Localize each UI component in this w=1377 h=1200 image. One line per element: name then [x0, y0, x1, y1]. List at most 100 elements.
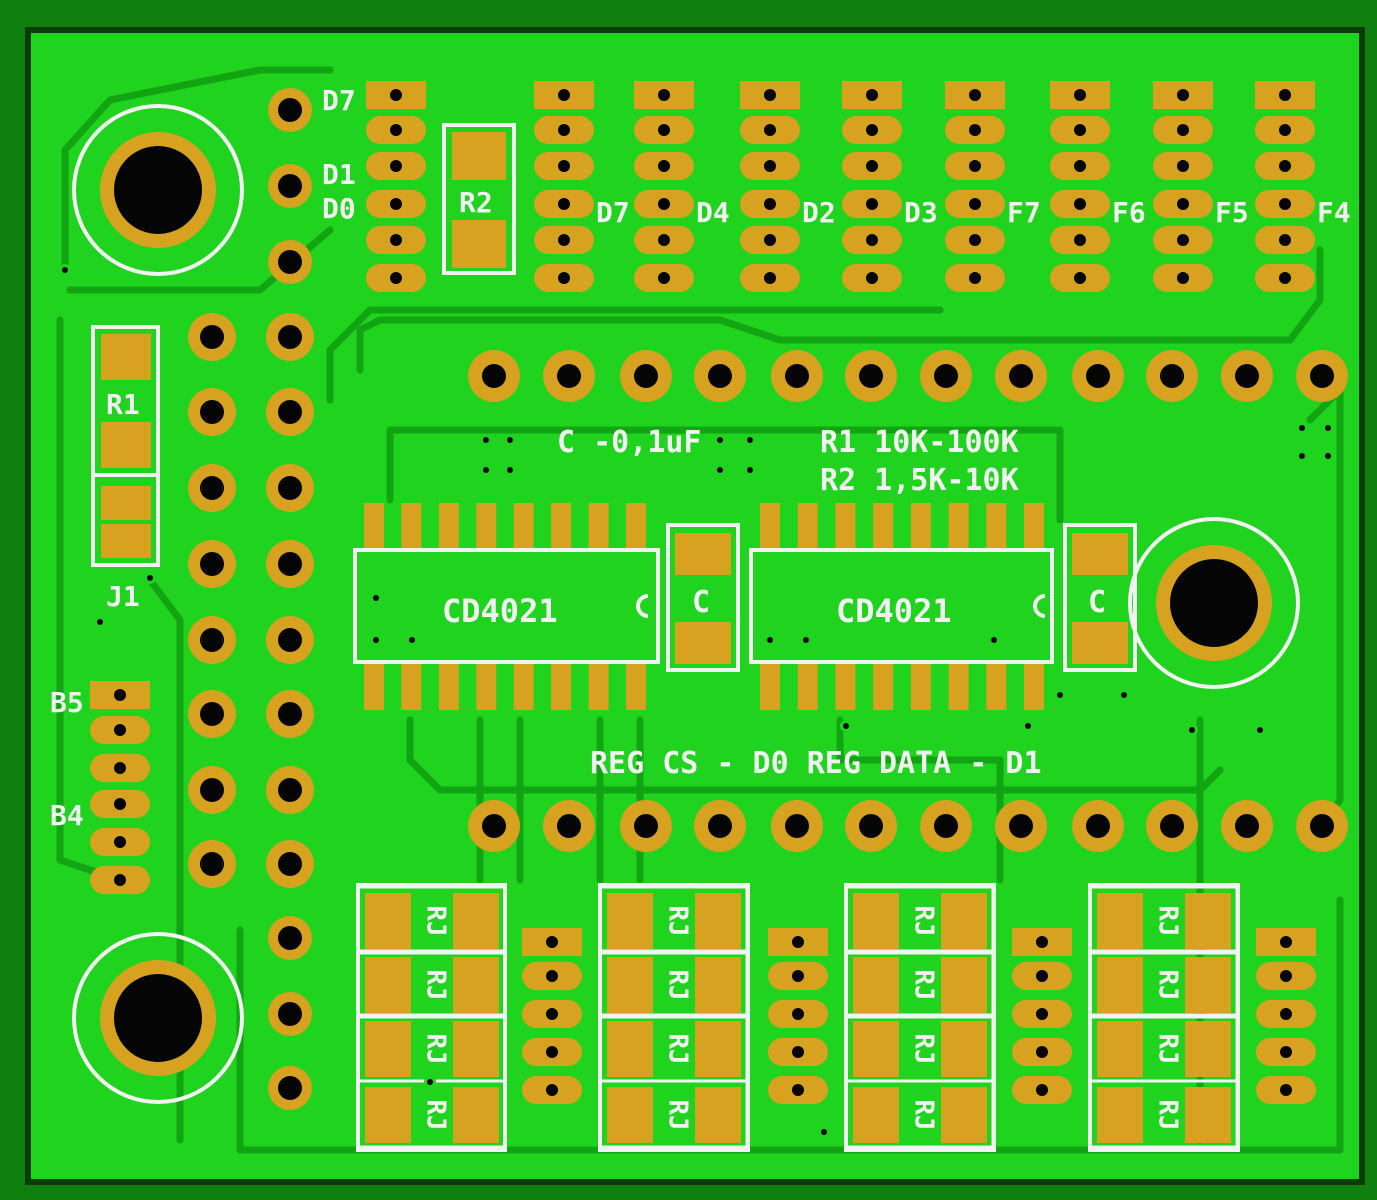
via-drill	[843, 723, 849, 729]
header-drill	[1280, 936, 1292, 948]
smd-pad	[513, 503, 534, 551]
smd-pad	[941, 957, 987, 1013]
label-d0-top: D0	[322, 192, 356, 225]
smd-pad	[453, 957, 499, 1013]
tht-drill	[634, 364, 658, 388]
smd-pad	[438, 662, 459, 710]
tht-drill	[1235, 364, 1259, 388]
header-drill	[866, 198, 878, 210]
silkscreen-outlines	[91, 123, 1240, 1152]
tht-drill	[634, 814, 658, 838]
smd-pad	[365, 957, 411, 1013]
header-drill	[792, 1046, 804, 1058]
tht-drill	[200, 778, 224, 802]
header-drill	[1177, 198, 1189, 210]
smd-pad	[626, 503, 646, 551]
rj-label: RJ	[909, 905, 939, 936]
pad-column-label: F5	[1215, 196, 1249, 229]
tht-drill	[1009, 364, 1033, 388]
smd-pad	[365, 1021, 411, 1077]
via-drill	[427, 1079, 433, 1085]
label-cap-right: C	[1088, 585, 1106, 620]
smd-pad	[853, 1087, 899, 1143]
rj-label: RJ	[663, 1033, 693, 1064]
smd-pad	[476, 503, 497, 551]
header-drill	[866, 160, 878, 172]
smd-pad	[835, 662, 856, 710]
silkscreen-text: D7 D1 D0 R2 R1 J1 B5 B4 C -0,1uF R1 10K-…	[50, 84, 1106, 832]
smd-pad	[1072, 622, 1128, 664]
smd-pad	[695, 893, 741, 949]
tht-drill	[278, 400, 302, 424]
tht-drill	[482, 814, 506, 838]
header-drill	[1280, 1084, 1292, 1096]
cap-left-outline	[666, 523, 740, 672]
label-ic-right: CD4021	[836, 592, 952, 630]
header-drill	[658, 160, 670, 172]
trace	[356, 246, 1324, 374]
tht-drill	[278, 628, 302, 652]
smd-pad	[364, 662, 384, 710]
pad-column-label: D4	[696, 196, 730, 229]
header-drill	[1036, 936, 1048, 948]
mount-outline	[1128, 517, 1300, 689]
header-drill	[1074, 234, 1086, 246]
header-drill	[114, 836, 126, 848]
smd-pad	[1185, 1087, 1231, 1143]
header-drill	[866, 89, 878, 101]
pad-column-label: D2	[802, 196, 836, 229]
header-drill	[658, 234, 670, 246]
mounting-holes	[72, 104, 1300, 1104]
tht-drill	[934, 364, 958, 388]
smd-pad	[873, 503, 894, 551]
tht-drill	[557, 364, 581, 388]
pad-column-label: D3	[904, 196, 938, 229]
via-drill	[1121, 692, 1127, 698]
header-drill	[114, 874, 126, 886]
smd-pad	[588, 662, 609, 710]
ic-right-notch	[1033, 594, 1046, 618]
ic-right-outline	[749, 548, 1054, 664]
tht-drill	[200, 400, 224, 424]
smd-pad	[675, 533, 731, 575]
rj-label: RJ	[663, 905, 693, 936]
smd-pad	[1097, 893, 1143, 949]
smd-pad	[941, 1087, 987, 1143]
tht-drill	[278, 702, 302, 726]
tht-drill	[1310, 814, 1334, 838]
tht-drill	[557, 814, 581, 838]
via-drill	[717, 437, 723, 443]
tht-drill	[278, 174, 302, 198]
header-drill	[1177, 89, 1189, 101]
smd-pad	[551, 662, 572, 710]
header-drill	[792, 1008, 804, 1020]
smd-pad	[986, 503, 1007, 551]
header-drill	[792, 970, 804, 982]
via-drill	[483, 437, 489, 443]
header-drill	[1177, 124, 1189, 136]
smd-pad	[607, 893, 653, 949]
tht-drill	[1160, 814, 1184, 838]
smd-pad	[453, 1087, 499, 1143]
label-cap-note: C -0,1uF	[557, 425, 702, 460]
header-drill	[1177, 272, 1189, 284]
via-drill	[97, 619, 103, 625]
header-drill	[390, 124, 402, 136]
smd-pad	[695, 1021, 741, 1077]
tht-drill	[200, 628, 224, 652]
trace	[386, 426, 1064, 524]
via-drill	[507, 467, 513, 473]
tht-drill	[200, 476, 224, 500]
via-drill	[717, 467, 723, 473]
smd-pad	[607, 1021, 653, 1077]
header-drill	[1036, 1084, 1048, 1096]
ic-left-outline	[353, 548, 660, 664]
smd-pad	[438, 503, 459, 551]
via-drill	[767, 637, 773, 643]
smd-pad	[101, 486, 151, 520]
label-r2-note: R2 1,5K-10K	[820, 463, 1019, 498]
tht-drill	[278, 476, 302, 500]
via-drill	[1025, 723, 1031, 729]
header-drill	[558, 89, 570, 101]
